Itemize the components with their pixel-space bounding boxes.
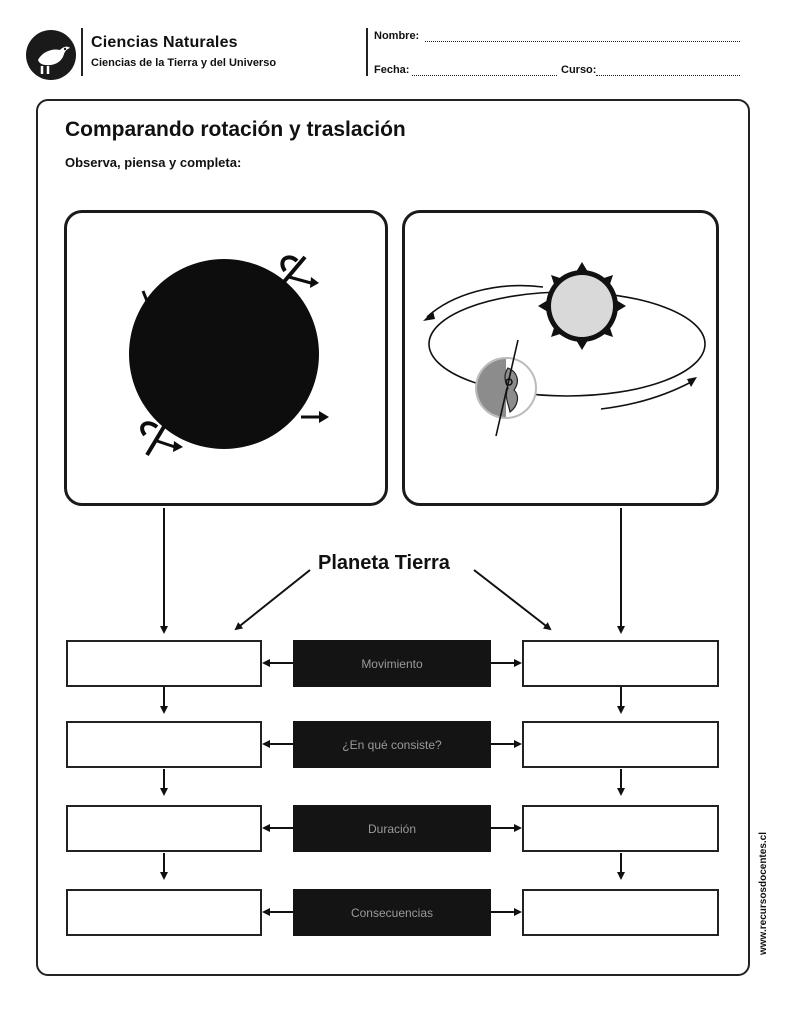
course-label: Curso: xyxy=(561,64,597,76)
translation-answer-consequences[interactable] xyxy=(522,889,719,936)
worksheet-frame xyxy=(36,99,750,976)
row-label-definition: ¿En qué consiste? xyxy=(293,721,491,768)
date-label: Fecha: xyxy=(374,64,410,76)
rotation-answer-movement[interactable] xyxy=(66,640,262,687)
rotation-image-panel xyxy=(64,210,388,506)
rotation-answer-consequences[interactable] xyxy=(66,889,262,936)
row-label-duration: Duración xyxy=(293,805,491,852)
subject-title: Ciencias Naturales xyxy=(91,34,238,51)
row-label-consequences: Consecuencias xyxy=(293,889,491,936)
translation-answer-definition[interactable] xyxy=(522,721,719,768)
earth-rotation-icon xyxy=(129,255,329,457)
worksheet-title: Comparando rotación y traslación xyxy=(65,118,406,141)
header-divider-left xyxy=(81,28,83,76)
rotation-answer-definition[interactable] xyxy=(66,721,262,768)
name-field[interactable] xyxy=(425,41,740,42)
rotation-answer-duration[interactable] xyxy=(66,805,262,852)
center-label: Planeta Tierra xyxy=(318,552,450,574)
header-divider-right xyxy=(366,28,368,76)
translation-image-panel xyxy=(402,210,719,506)
date-field[interactable] xyxy=(412,75,557,76)
course-field[interactable] xyxy=(596,75,740,76)
worksheet-instruction: Observa, piensa y completa: xyxy=(65,155,242,170)
subject-subtitle: Ciencias de la Tierra y del Universo xyxy=(91,57,277,69)
name-label: Nombre: xyxy=(374,30,420,42)
bird-logo-icon xyxy=(26,30,76,80)
site-url: www.recursosdocentes.cl xyxy=(758,831,769,955)
row-label-movement: Movimiento xyxy=(293,640,491,687)
translation-answer-duration[interactable] xyxy=(522,805,719,852)
translation-answer-movement[interactable] xyxy=(522,640,719,687)
earth-orbit-sun-icon xyxy=(423,262,706,437)
